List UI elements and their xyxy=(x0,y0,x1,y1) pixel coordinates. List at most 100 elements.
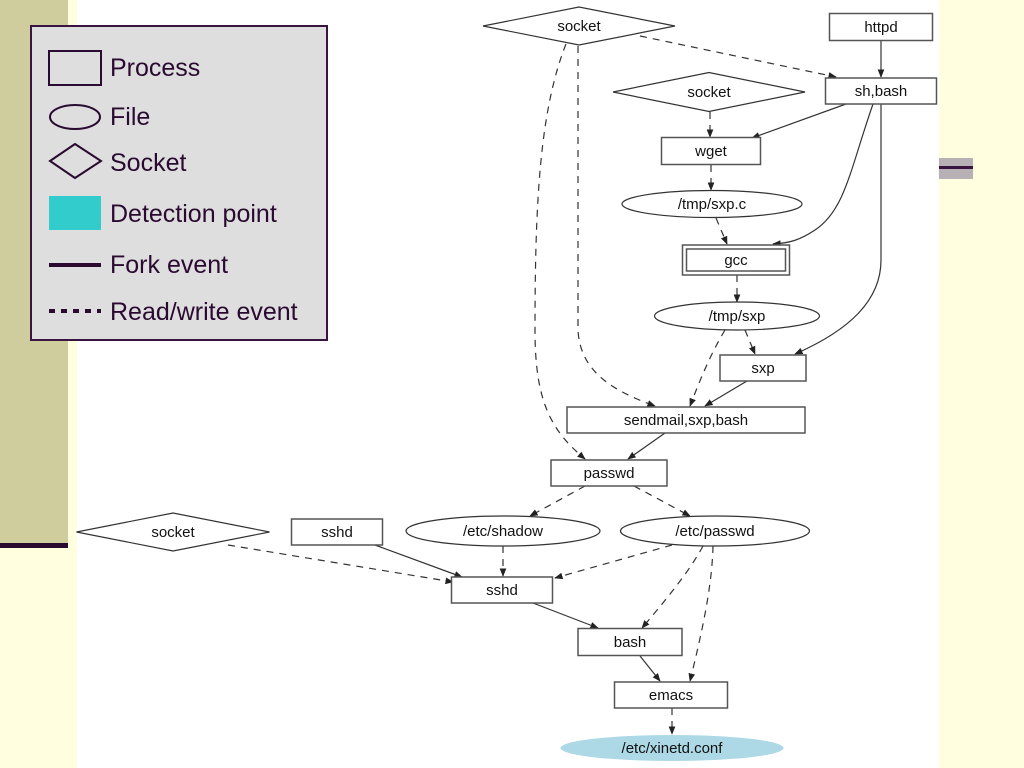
readwrite-edge-socket3-to-sshd2 xyxy=(227,544,454,585)
file-icon xyxy=(49,104,101,130)
legend-item-read-write-event xyxy=(48,295,104,331)
legend-label-file: File xyxy=(110,103,151,131)
socket-shape xyxy=(612,71,806,113)
legend-label-detection-point: Detection point xyxy=(110,200,277,228)
process-shape xyxy=(566,406,806,434)
socket-node-socket1[interactable]: socket xyxy=(482,6,676,46)
fork-edge-sendmail-to-passwd xyxy=(627,432,666,460)
readwrite-edge-socket1-to-shbash xyxy=(639,35,837,79)
socket-node-socket2[interactable]: socket xyxy=(612,71,806,113)
slide-marker-line xyxy=(939,166,973,169)
process-shape xyxy=(613,681,729,709)
read-write-event-icon xyxy=(49,309,101,313)
readwrite-edge-etcpasswd-to-emacs xyxy=(688,545,714,682)
node-label: gcc xyxy=(724,252,748,269)
legend: Process File Socket Detection point Fork… xyxy=(30,25,328,341)
readwrite-edge-tmpsxpc-to-gcc xyxy=(715,217,728,245)
legend-item-detection-point xyxy=(48,195,104,231)
fork-edge-sshd1-to-sshd2 xyxy=(374,544,463,578)
legend-item-socket xyxy=(48,142,104,180)
file-shape xyxy=(405,515,601,547)
readwrite-edge-etcpasswd-to-sshd2 xyxy=(554,544,673,580)
readwrite-edge-tmpsxp-to-sendmail xyxy=(689,329,726,407)
sidebar-divider xyxy=(0,543,68,548)
file-node-tmpsxpc[interactable]: /tmp/sxp.c xyxy=(621,189,803,219)
file-node-xinetd[interactable]: /etc/xinetd.conf xyxy=(560,735,784,761)
node-label: sendmail,sxp,bash xyxy=(624,412,748,429)
readwrite-edge-passwd-to-etcshadow xyxy=(529,485,586,517)
process-node-sxp[interactable]: sxp xyxy=(719,354,807,382)
process-node-sshd2[interactable]: sshd xyxy=(450,576,554,604)
readwrite-edge-passwd-to-etcpasswd xyxy=(633,485,691,517)
node-label: /etc/xinetd.conf xyxy=(622,740,724,757)
process-shape xyxy=(660,136,762,166)
process-shape xyxy=(719,354,807,382)
node-label: wget xyxy=(694,143,728,160)
legend-item-fork-event xyxy=(48,247,104,283)
node-label: sxp xyxy=(751,360,774,377)
socket-icon xyxy=(48,142,103,180)
socket-node-socket3[interactable]: socket xyxy=(76,512,270,552)
fork-edge-shbash-to-wget xyxy=(751,103,847,139)
process-icon xyxy=(48,50,102,86)
process-shape xyxy=(577,627,683,657)
fork-edge-bash-to-emacs xyxy=(639,655,661,682)
fork-edge-shbash-to-sxp xyxy=(794,104,882,355)
fork-edge-shbash-to-gcc xyxy=(772,103,874,247)
detection-point-icon xyxy=(49,196,101,230)
legend-label-process: Process xyxy=(110,54,201,82)
node-label: socket xyxy=(151,524,195,541)
process-node-bash[interactable]: bash xyxy=(577,627,683,657)
node-label: sh,bash xyxy=(855,83,908,100)
node-label: /etc/passwd xyxy=(675,523,754,540)
node-label: /etc/shadow xyxy=(463,523,543,540)
process-node-wget[interactable]: wget xyxy=(660,136,762,166)
process-node-shbash[interactable]: sh,bash xyxy=(824,77,938,105)
node-label: sshd xyxy=(486,582,518,599)
file-shape xyxy=(560,735,784,761)
readwrite-edge-etcpasswd-to-bash xyxy=(641,545,704,629)
process-shape xyxy=(290,518,384,546)
process-shape xyxy=(450,576,554,604)
process-shape xyxy=(550,459,668,487)
process-node-emacs[interactable]: emacs xyxy=(613,681,729,709)
file-shape xyxy=(621,189,803,219)
socket-shape xyxy=(76,512,270,552)
socket-shape xyxy=(482,6,676,46)
readwrite-edge-socket1-to-passwd xyxy=(534,43,586,460)
node-label: socket xyxy=(557,18,601,35)
file-node-tmpsxp[interactable]: /tmp/sxp xyxy=(653,301,821,331)
legend-label-fork-event: Fork event xyxy=(110,251,229,279)
file-shape xyxy=(653,301,821,331)
readwrite-edge-tmpsxp-to-sxp xyxy=(744,329,756,355)
readwrite-edge-socket1-to-sendmail xyxy=(577,46,656,407)
process-node-gcc[interactable]: gcc xyxy=(681,244,791,276)
legend-item-file xyxy=(48,99,104,135)
fork-event-icon xyxy=(49,263,101,267)
node-label: sshd xyxy=(321,524,353,541)
process-shape xyxy=(824,77,938,105)
file-shape xyxy=(619,515,811,547)
process-shape xyxy=(681,244,791,276)
node-label: passwd xyxy=(584,465,635,482)
fork-edge-sxp-to-sendmail xyxy=(704,380,748,407)
file-node-etcpasswd[interactable]: /etc/passwd xyxy=(619,515,811,547)
node-label: bash xyxy=(614,634,647,651)
fork-edge-sshd2-to-bash xyxy=(532,602,599,629)
legend-label-socket: Socket xyxy=(110,149,187,177)
node-label: /tmp/sxp.c xyxy=(678,196,747,213)
node-label: httpd xyxy=(864,19,897,36)
process-node-sendmail[interactable]: sendmail,sxp,bash xyxy=(566,406,806,434)
process-shape xyxy=(828,12,934,42)
node-inner-border xyxy=(685,248,787,272)
process-node-httpd[interactable]: httpd xyxy=(828,12,934,42)
process-node-passwd[interactable]: passwd xyxy=(550,459,668,487)
legend-item-process xyxy=(48,50,104,87)
node-label: socket xyxy=(687,84,731,101)
file-node-etcshadow[interactable]: /etc/shadow xyxy=(405,515,601,547)
process-node-sshd1[interactable]: sshd xyxy=(290,518,384,546)
node-label: emacs xyxy=(649,687,693,704)
node-label: /tmp/sxp xyxy=(709,308,766,325)
slide-marker xyxy=(939,158,973,179)
